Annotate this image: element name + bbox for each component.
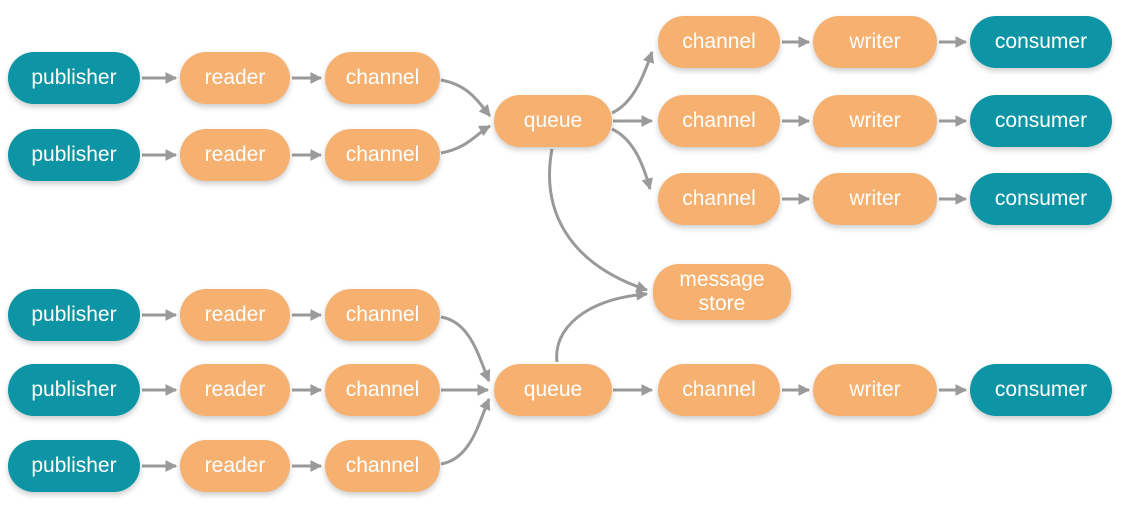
node-channel-o4: channel bbox=[658, 364, 780, 416]
node-channel-a2: channel bbox=[325, 129, 440, 181]
node-reader-b1: reader bbox=[180, 289, 290, 341]
node-writer-o4: writer bbox=[813, 364, 937, 416]
node-publisher-b1: publisher bbox=[8, 289, 140, 341]
node-channel-o2: channel bbox=[658, 95, 780, 147]
node-reader-b3: reader bbox=[180, 440, 290, 492]
node-consumer-o4: consumer bbox=[970, 364, 1112, 416]
node-queue-bottom: queue bbox=[494, 364, 612, 416]
node-channel-a1: channel bbox=[325, 52, 440, 104]
node-channel-b3: channel bbox=[325, 440, 440, 492]
edge-chan-a2-queue-a bbox=[440, 124, 492, 155]
edge-chan-b1-queue-b bbox=[440, 315, 491, 383]
edge-queue-a-chan-o1 bbox=[611, 50, 655, 115]
node-channel-b1: channel bbox=[325, 289, 440, 341]
node-consumer-o3: consumer bbox=[970, 173, 1112, 225]
node-publisher-a1: publisher bbox=[8, 52, 140, 104]
edge-queue-b-msg-store bbox=[555, 289, 649, 363]
node-message-store: message store bbox=[653, 264, 791, 320]
node-channel-o1: channel bbox=[658, 16, 780, 68]
node-publisher-b3: publisher bbox=[8, 440, 140, 492]
node-reader-a2: reader bbox=[180, 129, 290, 181]
node-channel-b2: channel bbox=[325, 364, 440, 416]
edge-queue-a-chan-o3 bbox=[611, 127, 653, 191]
node-consumer-o2: consumer bbox=[970, 95, 1112, 147]
node-consumer-o1: consumer bbox=[970, 16, 1112, 68]
node-writer-o3: writer bbox=[813, 173, 937, 225]
edge-queue-a-msg-store bbox=[548, 148, 649, 293]
node-writer-o2: writer bbox=[813, 95, 937, 147]
node-reader-b2: reader bbox=[180, 364, 290, 416]
node-writer-o1: writer bbox=[813, 16, 937, 68]
node-channel-o3: channel bbox=[658, 173, 780, 225]
node-reader-a1: reader bbox=[180, 52, 290, 104]
node-publisher-a2: publisher bbox=[8, 129, 140, 181]
edge-chan-b3-queue-b bbox=[440, 397, 491, 466]
node-publisher-b2: publisher bbox=[8, 364, 140, 416]
node-queue-top: queue bbox=[494, 95, 612, 147]
edge-chan-a1-queue-a bbox=[440, 78, 492, 117]
